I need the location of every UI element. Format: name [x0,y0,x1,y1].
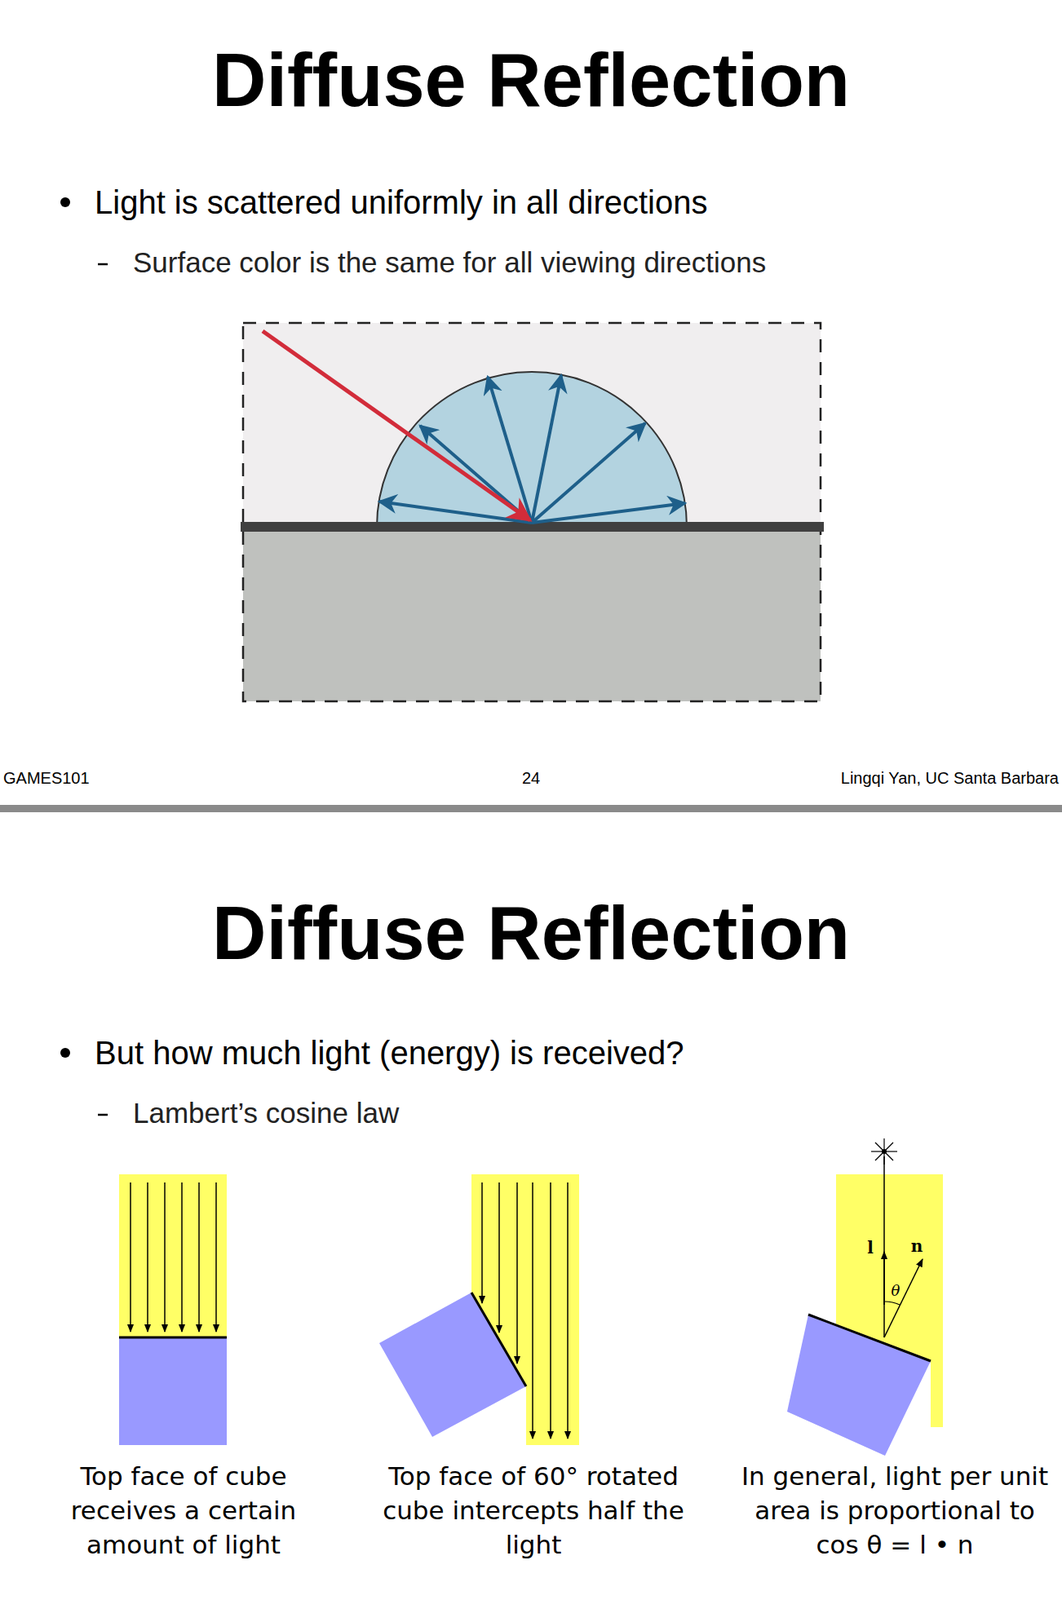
bullet-text: Light is scattered uniformly in all dire… [94,184,708,222]
slide-title: Diffuse Reflection [212,37,850,124]
bullet-dash [97,263,108,266]
slide-separator [0,805,1062,813]
figure-caption: Top face of 60° rotated cube intercepts … [370,1460,697,1563]
sub-bullet-text: Surface color is the same for all viewin… [132,246,766,279]
diffuse-illustration [240,323,824,702]
slide-title: Diffuse Reflection [212,890,850,977]
angle-label: θ [891,1282,901,1300]
cube-figure-general [787,1138,943,1456]
vector-label: l [867,1238,874,1258]
footer-author: Lingqi Yan, UC Santa Barbara [840,769,1059,788]
vector-label: n [911,1236,924,1257]
sub-bullet-text: Lambert’s cosine law [132,1097,399,1130]
cube-figure-flat [119,1174,227,1446]
figure-caption: In general, light per unit area is propo… [739,1460,1050,1563]
bullet-text: But how much light (energy) is received? [94,1035,685,1072]
bullet-dot [60,1048,71,1058]
bullet-dot [60,197,71,208]
figure-caption: Top face of cube receives a certain amou… [48,1460,319,1563]
page-number: 24 [522,769,540,788]
bullet-dash [97,1114,108,1117]
cube-figure-rotated [379,1174,580,1446]
footer-course: GAMES101 [3,769,90,788]
